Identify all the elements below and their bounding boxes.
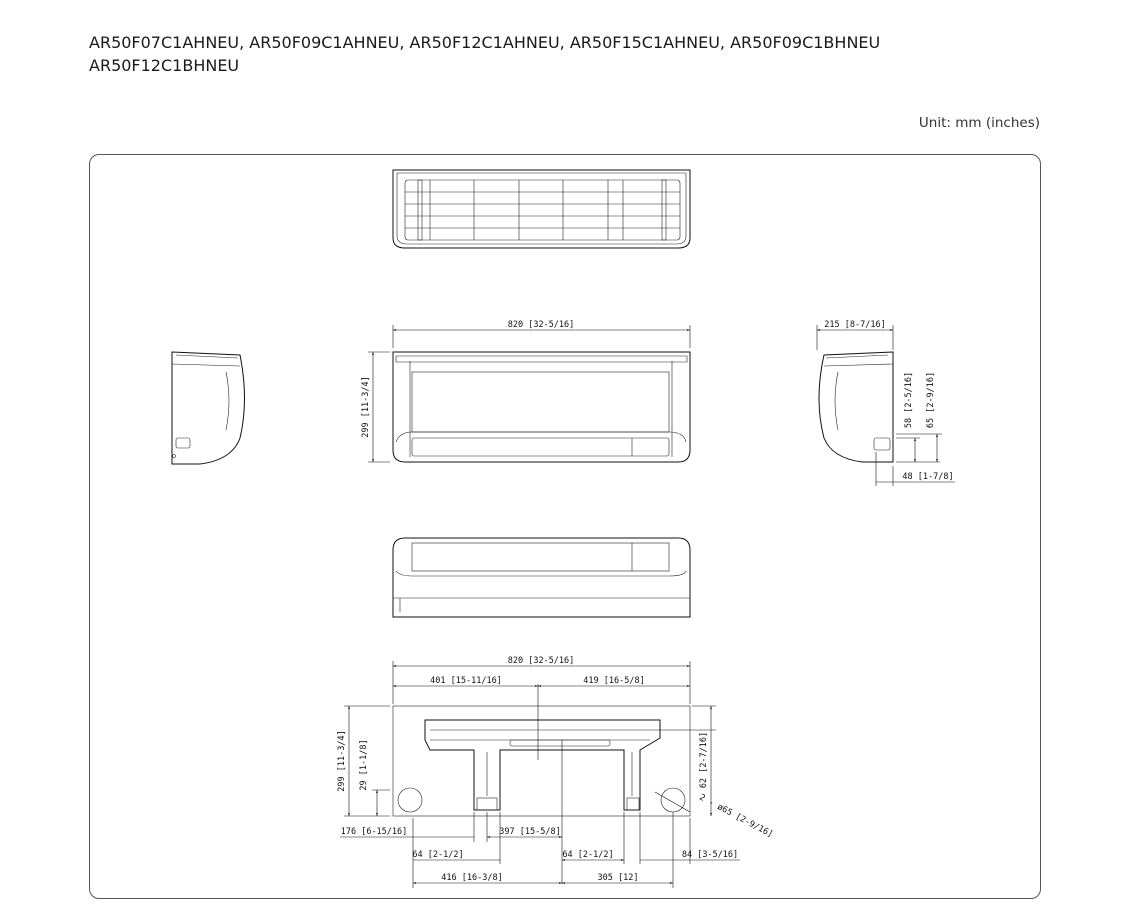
side-48-dim: 48 [1-7/8]	[875, 452, 955, 486]
models-line-2: AR50F12C1BHNEU	[89, 56, 240, 75]
plate-64-right-label: 64 [2-1/2]	[562, 850, 613, 860]
plate-62-dim: 62 [2-7/16]	[655, 705, 716, 816]
plate-84-dim: 84 [3-5/16]	[639, 812, 740, 864]
plate-176-label: 176 [6-15/16]	[341, 827, 408, 837]
side-65-dim: 65 [2-9/16]	[896, 372, 942, 462]
plate-64-right-dim: 64 [2-1/2]	[562, 812, 625, 864]
plate-419-dim: 419 [16-5/8]	[538, 676, 690, 687]
plate-width-dim: 820 [32-5/16]	[392, 656, 691, 704]
plate-305-label: 305 [12]	[598, 873, 639, 883]
front-view	[392, 351, 691, 463]
side-58-dim: 58 [2-5/16]	[896, 372, 940, 463]
plate-width-label: 820 [32-5/16]	[508, 656, 575, 666]
right-side-view	[818, 351, 894, 463]
models-title: AR50F07C1AHNEU, AR50F09C1AHNEU, AR50F12C…	[89, 31, 880, 77]
plate-height-label: 299 [11-3/4]	[337, 730, 347, 791]
plate-416-label: 416 [16-3/8]	[441, 873, 502, 883]
plate-305-dim: 305 [12]	[562, 812, 674, 888]
front-height-dim: 299 [11-3/4]	[361, 351, 390, 463]
installation-plate	[392, 684, 691, 884]
front-width-label: 820 [32-5/16]	[508, 320, 575, 330]
side-65-label: 65 [2-9/16]	[926, 372, 936, 428]
top-view	[392, 169, 691, 249]
bottom-view	[392, 537, 691, 618]
side-58-label: 58 [2-5/16]	[904, 372, 914, 428]
plate-416-dim: 416 [16-3/8]	[412, 818, 562, 888]
unit-label: Unit: mm (inches)	[918, 115, 1040, 131]
plate-64-left-label: 64 [2-1/2]	[412, 850, 463, 860]
plate-401-dim: 401 [15-11/16]	[393, 676, 538, 687]
models-line-1: AR50F07C1AHNEU, AR50F09C1AHNEU, AR50F12C…	[89, 33, 881, 52]
plate-height-dim: 299 [11-3/4]	[337, 705, 390, 817]
plate-397-dim: 397 [15-5/8]	[486, 812, 562, 842]
drawing-frame	[89, 154, 1041, 899]
side-48-label: 48 [1-7/8]	[902, 472, 953, 482]
plate-hole-label: 2 - ø65 [2-9/16]	[697, 793, 774, 840]
plate-397-label: 397 [15-5/8]	[499, 827, 560, 837]
plate-419-label: 419 [16-5/8]	[583, 676, 644, 686]
side-depth-label: 215 [8-7/16]	[824, 320, 885, 330]
plate-401-label: 401 [15-11/16]	[430, 676, 502, 686]
plate-62-label: 62 [2-7/16]	[699, 732, 709, 788]
front-width-dim: 820 [32-5/16]	[392, 320, 691, 348]
plate-84-label: 84 [3-5/16]	[682, 850, 738, 860]
side-depth-dim: 215 [8-7/16]	[816, 320, 894, 350]
plate-29-dim: 29 [1-1/8]	[359, 739, 390, 816]
plate-176-dim: 176 [6-15/16]	[340, 812, 475, 842]
plate-64-left-dim: 64 [2-1/2]	[412, 812, 501, 864]
plate-29-label: 29 [1-1/8]	[359, 739, 369, 790]
left-side-view	[171, 351, 245, 465]
front-height-label: 299 [11-3/4]	[361, 376, 371, 437]
